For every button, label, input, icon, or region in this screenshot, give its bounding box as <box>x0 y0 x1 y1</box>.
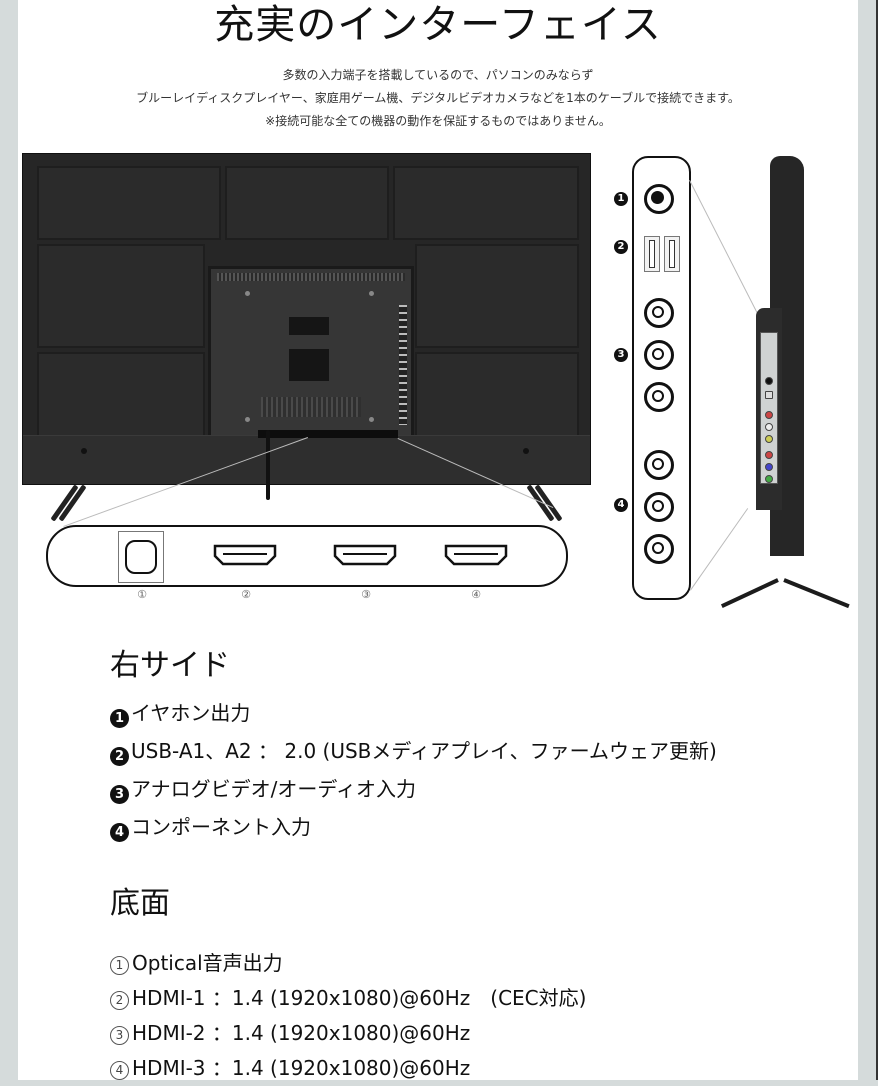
side-port-label: 1 <box>614 192 628 206</box>
usb-port-icon <box>664 236 680 272</box>
screw-icon <box>523 448 529 454</box>
vent-icon <box>261 397 361 417</box>
label-plate <box>289 349 329 381</box>
hdmi-port-icon <box>444 544 508 566</box>
port-number: ① <box>137 588 147 601</box>
port-number: ④ <box>471 588 481 601</box>
tv-side-port-panel <box>760 332 778 484</box>
tv-back-panel <box>415 352 579 442</box>
tv-side-image <box>756 156 804 556</box>
description-line: ブルーレイディスクプレイヤー、家庭用ゲーム機、デジタルビデオカメラなどを1本のケ… <box>136 91 740 105</box>
side-port-label: 2 <box>614 240 628 254</box>
number-badge: 4 <box>110 823 129 842</box>
rca-jack-icon <box>644 534 674 564</box>
label-plate <box>289 317 329 335</box>
tv-back-panel <box>393 166 579 240</box>
rca-jack-icon <box>644 450 674 480</box>
hdmi-port-icon <box>213 544 277 566</box>
screw-icon <box>81 448 87 454</box>
page-title: 充実のインターフェイス <box>214 2 662 48</box>
right-side-heading: 右サイド <box>110 648 230 683</box>
screw-icon <box>369 417 374 422</box>
earphone-jack-icon <box>644 184 674 214</box>
number-badge: 2 <box>110 747 129 766</box>
tv-stand <box>783 578 850 609</box>
description-line: ※接続可能な全ての機器の動作を保証するものではありません。 <box>265 114 611 128</box>
number-badge: 4 <box>110 1061 129 1080</box>
guide-line <box>689 180 763 324</box>
rca-jack-icon <box>644 382 674 412</box>
description-line: 多数の入力端子を搭載しているので、パソコンのみならず <box>282 68 594 82</box>
number-badge: 1 <box>110 956 129 975</box>
side-port-label: 4 <box>614 498 628 512</box>
window-edge <box>876 0 878 1080</box>
usb-port-icon <box>644 236 660 272</box>
vent-icon <box>217 273 405 281</box>
rca-jack-icon <box>644 492 674 522</box>
tv-back-panel <box>37 352 205 442</box>
tv-back-panel <box>37 166 221 240</box>
screw-icon <box>245 417 250 422</box>
side-port-label: 3 <box>614 348 628 362</box>
tv-stand <box>720 578 779 609</box>
number-badge: 3 <box>110 1026 129 1045</box>
number-badge: 3 <box>110 785 129 804</box>
rca-jack-icon <box>644 298 674 328</box>
bottom-port-strip <box>258 430 398 438</box>
power-cable <box>266 430 270 500</box>
tv-back-image <box>22 153 591 500</box>
hdmi-port-icon <box>333 544 397 566</box>
port-number: ③ <box>361 588 371 601</box>
guide-line <box>690 508 749 591</box>
number-badge: 2 <box>110 991 129 1010</box>
tv-back-panel <box>225 166 389 240</box>
product-interface-page: 充実のインターフェイス 多数の入力端子を搭載しているので、パソコンのみならず ブ… <box>18 0 858 1080</box>
tv-bottom-band <box>23 435 590 484</box>
tv-back-panel <box>415 244 579 348</box>
description: 多数の入力端子を搭載しているので、パソコンのみならず ブルーレイディスクプレイヤ… <box>18 64 858 133</box>
bottom-heading: 底面 <box>110 886 170 921</box>
port-number: ② <box>241 588 251 601</box>
screw-icon <box>245 291 250 296</box>
tv-back-panel <box>37 244 205 348</box>
bottom-connector-diagram <box>46 525 568 587</box>
screw-icon <box>369 291 374 296</box>
side-connector-diagram <box>632 156 691 600</box>
optical-port-icon <box>118 531 164 583</box>
side-port-strip <box>399 305 407 425</box>
rca-jack-icon <box>644 340 674 370</box>
tv-back-center-module <box>208 266 414 450</box>
number-badge: 1 <box>110 709 129 728</box>
